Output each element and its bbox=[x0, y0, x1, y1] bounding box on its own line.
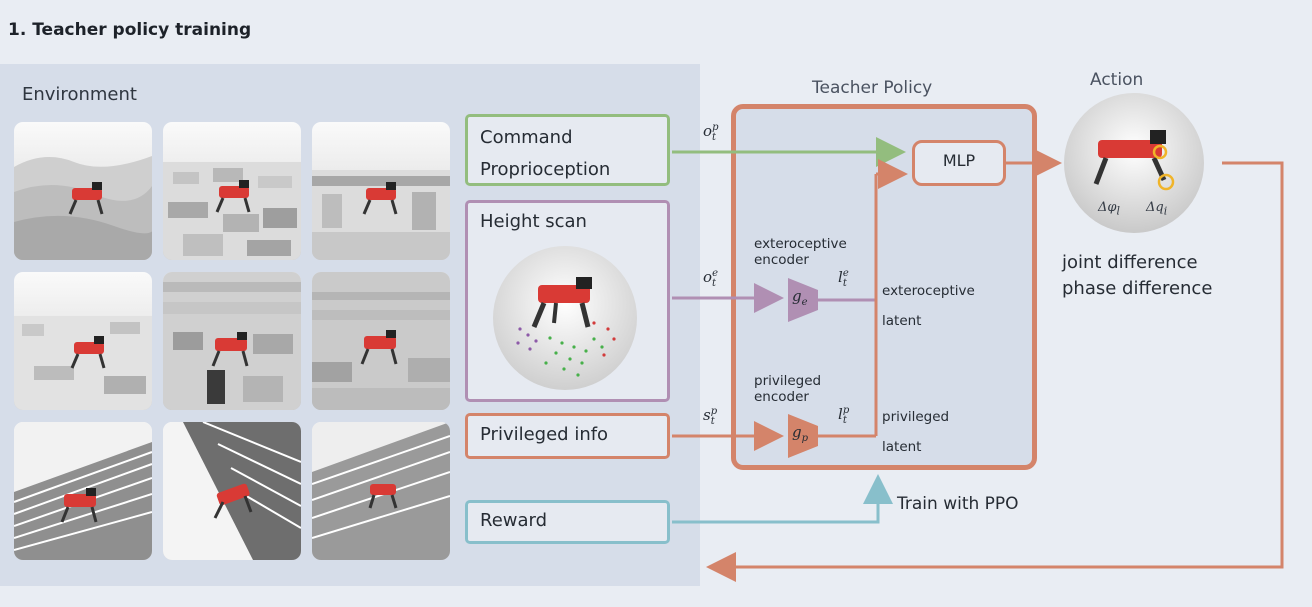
terrain-thumbnail-pillars bbox=[312, 122, 450, 260]
command-proprioception-box: Command Proprioception bbox=[465, 114, 670, 186]
l-p-symbol: ltp bbox=[838, 405, 850, 426]
robot-icon bbox=[1093, 130, 1175, 191]
privileged-encoder-line2: encoder bbox=[754, 389, 809, 405]
delta-phi-symbol: Δφl bbox=[1098, 200, 1120, 218]
proprioception-label: Proprioception bbox=[480, 159, 611, 180]
exteroceptive-encoder-label: exteroceptive encoder bbox=[754, 236, 847, 268]
height-scan-visual bbox=[493, 246, 637, 390]
robot-icon bbox=[360, 330, 398, 365]
o-p-symbol: otp bbox=[703, 122, 719, 143]
exteroceptive-latent-line2: latent bbox=[882, 313, 922, 329]
terrain-thumbnail-dense-blocks bbox=[163, 272, 301, 410]
l-e-symbol: lte bbox=[838, 268, 849, 289]
height-scan-box: Height scan bbox=[465, 200, 670, 402]
robot-icon bbox=[70, 336, 106, 369]
privileged-encoder-line1: privileged bbox=[754, 373, 822, 389]
robot-icon bbox=[211, 332, 249, 367]
privileged-encoder-label: privileged encoder bbox=[754, 373, 821, 405]
mlp-label: MLP bbox=[942, 151, 976, 170]
reward-arrow bbox=[672, 474, 893, 524]
privileged-info-label: Privileged info bbox=[480, 424, 609, 445]
delta-q-symbol: Δqi bbox=[1146, 200, 1168, 218]
robot-icon bbox=[60, 488, 98, 523]
o-e-symbol: ote bbox=[703, 268, 718, 289]
terrain-thumbnail-stairs-diagonal bbox=[163, 422, 301, 560]
joint-difference-label: joint difference bbox=[1062, 252, 1198, 273]
terrain-thumbnail-stairs-down bbox=[312, 422, 450, 560]
exteroceptive-encoder-line1: exteroceptive bbox=[754, 236, 847, 252]
terrain-thumbnail-stairs-up bbox=[14, 422, 152, 560]
terrain-thumbnail-discrete-blocks bbox=[163, 122, 301, 260]
action-description: joint difference phase difference bbox=[1062, 250, 1212, 302]
g-p-symbol: gp bbox=[792, 423, 809, 444]
teacher-policy-title: Teacher Policy bbox=[812, 78, 933, 98]
privileged-latent-label: privileged latent bbox=[882, 402, 949, 462]
privileged-latent-line2: latent bbox=[882, 439, 922, 455]
s-p-symbol: stp bbox=[703, 406, 718, 427]
command-label: Command bbox=[480, 127, 573, 148]
terrain-thumbnail-rough-hills bbox=[14, 122, 152, 260]
terrain-thumbnail-sparse-blocks bbox=[14, 272, 152, 410]
exteroceptive-encoder-shape bbox=[788, 278, 818, 322]
terrain-thumbnail-stepping-blocks bbox=[312, 272, 450, 410]
privileged-info-box: Privileged info bbox=[465, 413, 670, 459]
train-with-ppo-label: Train with PPO bbox=[897, 494, 1019, 514]
action-title: Action bbox=[1090, 70, 1144, 90]
mlp-box: MLP bbox=[912, 140, 1006, 186]
reward-label: Reward bbox=[480, 510, 548, 531]
robot-icon bbox=[531, 277, 592, 328]
privileged-encoder-shape bbox=[788, 414, 818, 458]
height-scan-label: Height scan bbox=[480, 211, 587, 232]
exteroceptive-latent-line1: exteroceptive bbox=[882, 283, 975, 299]
figure-title: 1. Teacher policy training bbox=[8, 20, 252, 40]
reward-box: Reward bbox=[465, 500, 670, 544]
exteroceptive-encoder-line2: encoder bbox=[754, 252, 809, 268]
robot-icon bbox=[213, 483, 253, 519]
exteroceptive-latent-label: exteroceptive latent bbox=[882, 276, 975, 336]
privileged-latent-line1: privileged bbox=[882, 409, 950, 425]
robot-icon bbox=[68, 182, 104, 215]
action-robot-visual bbox=[1064, 93, 1204, 233]
g-e-symbol: ge bbox=[792, 287, 808, 308]
phase-difference-label: phase difference bbox=[1062, 278, 1213, 299]
feedback-arrow bbox=[706, 161, 1284, 582]
robot-icon bbox=[215, 180, 251, 213]
robot-icon bbox=[368, 484, 398, 509]
robot-icon bbox=[362, 182, 398, 215]
environment-label: Environment bbox=[22, 84, 137, 105]
